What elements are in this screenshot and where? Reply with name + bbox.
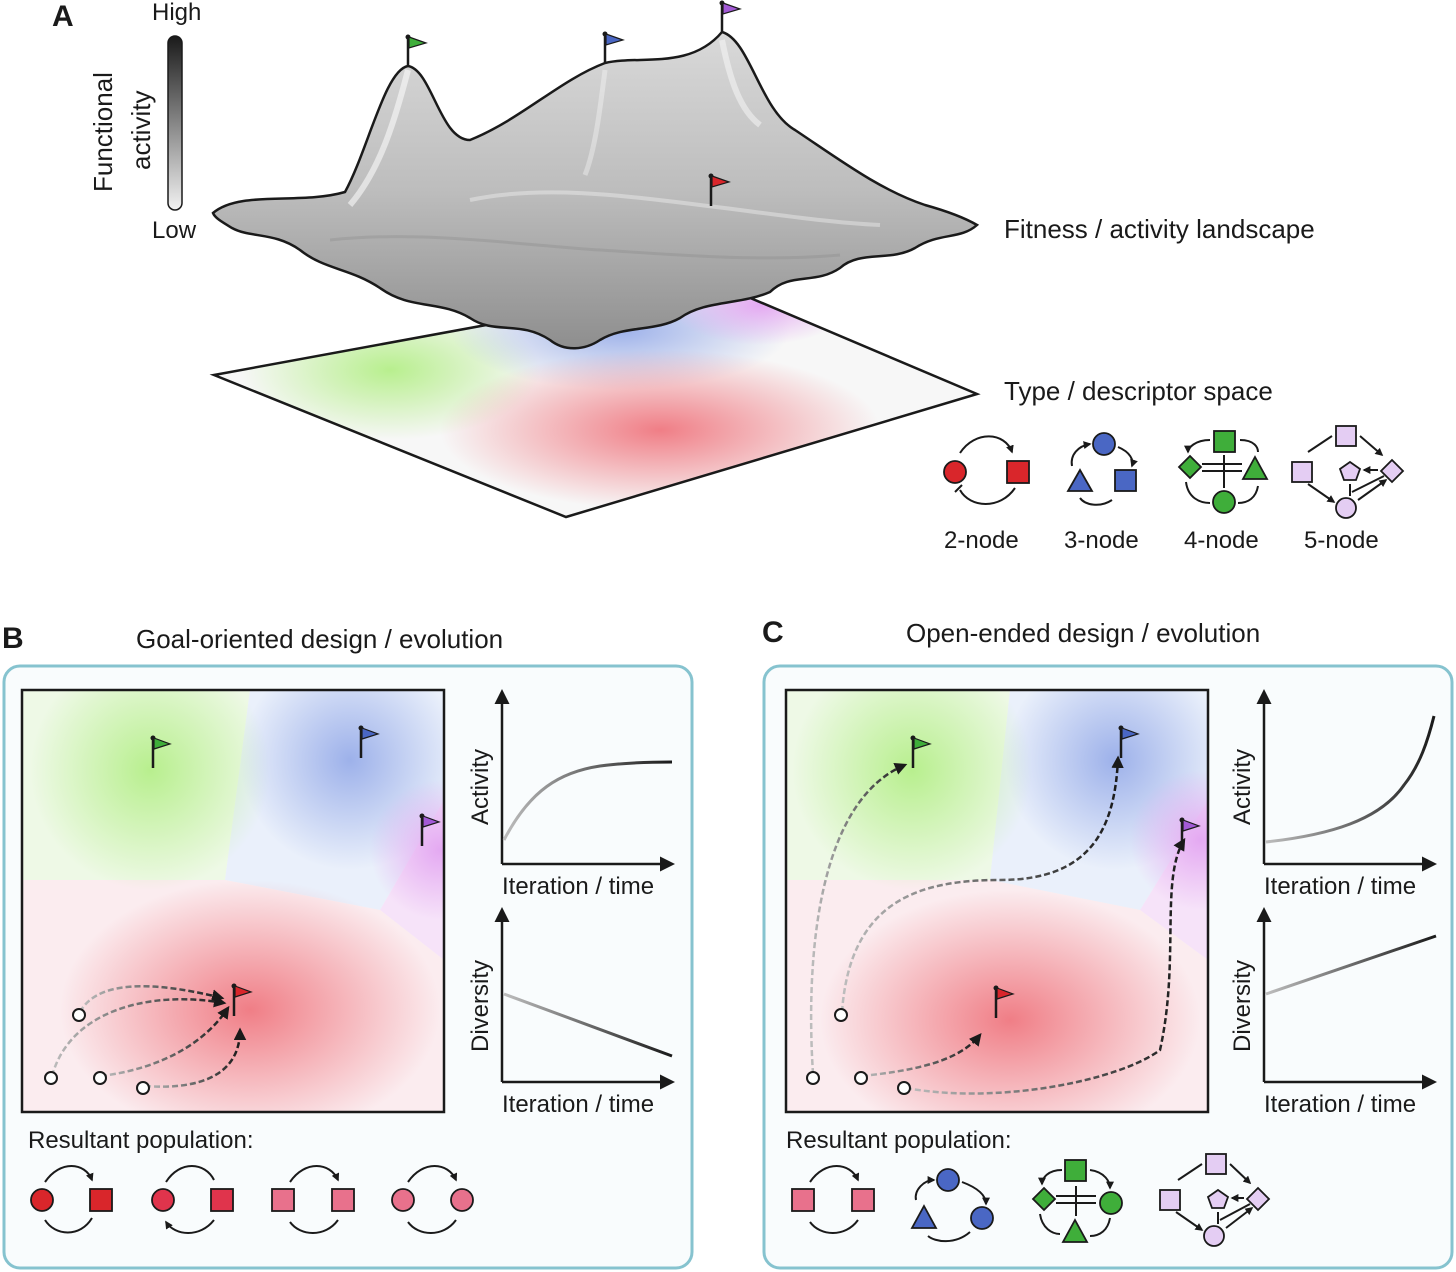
panel-c-population-motif-1-icon [791, 1165, 875, 1234]
panel-b-flag-green-icon [149, 734, 172, 770]
peak-flag-red-icon [707, 172, 731, 208]
panel-b-trajectories [50, 984, 247, 1088]
panel-c: C Open-ended design / evolution [762, 616, 1454, 1270]
panel-b-title: Goal-oriented design / evolution [136, 624, 503, 654]
panel-c-flag-red-icon [992, 984, 1015, 1020]
panel-c-flag-blue-icon [1117, 724, 1140, 760]
panel-c-diversity-plot: Diversity Iteration / time [1229, 907, 1437, 1118]
panel-b-diversity-plot: Diversity Iteration / time [467, 907, 675, 1118]
panel-c-start-points [806, 1008, 911, 1095]
panel-b-letter: B [2, 622, 24, 655]
colorbar-high-label: High [152, 0, 201, 26]
panel-a: A High Low Functional activity [52, 0, 1405, 554]
panel-c-activity-xlabel: Iteration / time [1264, 873, 1416, 900]
motif-label-3node: 3-node [1064, 527, 1139, 554]
panel-b-activity-xlabel: Iteration / time [502, 873, 654, 900]
colorbar-low-label: Low [152, 217, 197, 244]
panel-b-flag-purple-icon [418, 812, 441, 848]
panel-c-activity-axis: Activity [1229, 749, 1256, 825]
panel-c-population-motif-4-icon [1159, 1153, 1271, 1247]
motif-4node-icon [1177, 430, 1269, 514]
panel-b: B Goal-oriented design / evolution [2, 622, 694, 1270]
panel-c-population-motif-3-icon [1031, 1159, 1123, 1243]
panel-b-start-points [44, 1008, 150, 1095]
colorbar-label-line1: Functional [88, 72, 118, 192]
panel-b-population-motif-1-icon [30, 1165, 113, 1234]
panel-b-flag-blue-icon [357, 724, 380, 760]
panel-c-population-motif-2-icon [910, 1168, 994, 1243]
motif-label-2node: 2-node [944, 527, 1019, 554]
panel-c-diversity-xlabel: Iteration / time [1264, 1091, 1416, 1118]
panel-b-population-motif-4-icon [391, 1165, 474, 1234]
panel-c-population-label: Resultant population: [786, 1127, 1012, 1154]
panel-b-population-motif-2-icon [151, 1165, 234, 1234]
panel-b-diversity-axis: Diversity [467, 960, 494, 1052]
panel-b-activity-axis: Activity [467, 749, 494, 825]
panel-b-population-motif-3-icon [271, 1165, 355, 1234]
panel-c-flag-purple-icon [1178, 816, 1201, 852]
motif-label-4node: 4-node [1184, 527, 1259, 554]
panel-c-title: Open-ended design / evolution [906, 618, 1260, 648]
panel-b-flag-red-icon [230, 982, 253, 1018]
motif-3node-icon [1066, 432, 1138, 506]
motif-2node-icon [943, 435, 1030, 505]
motif-5node-icon [1291, 425, 1405, 519]
panel-c-trajectories [809, 755, 1186, 1095]
peak-flag-purple-icon [718, 0, 742, 35]
fitness-landscape [211, 30, 980, 350]
activity-colorbar: High Low Functional activity [88, 0, 201, 244]
panel-b-descriptor-map [20, 688, 446, 1114]
panel-b-diversity-xlabel: Iteration / time [502, 1091, 654, 1118]
panel-c-flag-green-icon [909, 734, 932, 770]
landscape-label: Fitness / activity landscape [1004, 214, 1315, 244]
peak-flag-green-icon [404, 33, 428, 69]
peak-flag-blue-icon [601, 30, 625, 66]
panel-c-diversity-axis: Diversity [1229, 960, 1256, 1052]
panel-b-population-label: Resultant population: [28, 1127, 254, 1154]
colorbar-label-line2: activity [126, 91, 156, 170]
motif-label-5node: 5-node [1304, 527, 1379, 554]
panel-c-activity-plot: Activity Iteration / time [1229, 689, 1437, 900]
panel-a-letter: A [52, 0, 74, 33]
panel-c-letter: C [762, 616, 784, 649]
descriptor-space-label: Type / descriptor space [1004, 376, 1273, 406]
panel-b-activity-plot: Activity Iteration / time [467, 689, 675, 900]
